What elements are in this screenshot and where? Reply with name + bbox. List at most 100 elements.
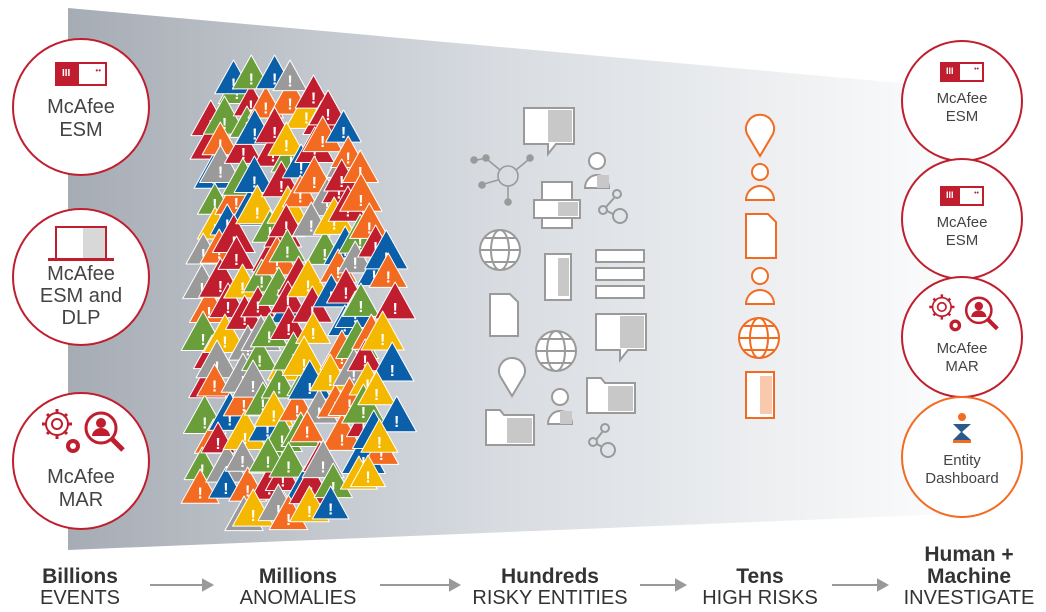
right-product-esm-1: III •• McAfee ESM <box>901 40 1023 162</box>
user-icon <box>546 388 574 425</box>
alert-mark: ! <box>234 252 239 269</box>
alert-mark: ! <box>252 175 257 192</box>
alert-mark: ! <box>252 127 257 144</box>
alert-mark: ! <box>377 435 382 452</box>
stage-billions: Billions EVENTS <box>20 566 140 609</box>
alert-mark: ! <box>285 296 290 313</box>
risky-entities-icons <box>470 107 647 458</box>
alert-mark: ! <box>343 285 348 302</box>
laptop-icon <box>55 226 107 258</box>
alert-mark: ! <box>343 246 348 263</box>
alert-mark: ! <box>279 179 284 196</box>
alert-mark: ! <box>201 247 206 264</box>
alert-mark: ! <box>345 204 350 221</box>
chat-icon <box>523 107 575 157</box>
alert-cloud: !!!!!!!!!!!!!!!!!!!!!!!!!!!!!!!!!!!!!!!!… <box>180 54 418 532</box>
alert-mark: ! <box>248 99 253 116</box>
folder-icon <box>586 377 636 414</box>
alert-mark: ! <box>216 246 221 263</box>
alert-mark: ! <box>234 196 239 213</box>
alert-mark: ! <box>279 434 284 451</box>
stage-investigate: Human + Machine INVESTIGATE <box>892 544 1046 609</box>
alert-mark: ! <box>287 96 292 113</box>
alert-mark: ! <box>331 216 336 233</box>
stage-bold: Hundreds <box>500 565 599 588</box>
alert-triangle-icon <box>374 281 417 320</box>
alert-mark: ! <box>257 353 262 370</box>
alert-triangle-icon <box>349 454 387 488</box>
product-name-line1: Entity <box>943 452 981 469</box>
product-name-line2: ESM <box>59 119 103 141</box>
alert-mark: ! <box>276 287 281 304</box>
alert-mark: ! <box>310 326 315 343</box>
alert-mark: ! <box>331 480 336 497</box>
alert-mark: ! <box>301 357 306 374</box>
left-product-esm-dlp: McAfee ESM and DLP <box>12 208 150 346</box>
alert-mark: ! <box>312 175 317 192</box>
alert-triangle-icon <box>325 109 362 143</box>
product-name-line2: MAR <box>58 489 104 511</box>
alert-mark: ! <box>341 125 346 142</box>
stage-sub: ANOMALIES <box>239 587 357 609</box>
alert-triangle-icon <box>339 172 383 212</box>
product-name-line2: MAR <box>945 358 979 375</box>
alert-mark: ! <box>199 281 204 298</box>
alert-mark: ! <box>311 91 316 108</box>
alert-mark: ! <box>242 312 247 329</box>
alert-mark: ! <box>358 299 363 316</box>
alert-mark: ! <box>270 149 275 166</box>
alert-mark: ! <box>374 387 379 404</box>
alert-mark: ! <box>298 160 303 177</box>
alert-mark: ! <box>305 279 310 296</box>
user-icon <box>744 163 776 201</box>
alert-mark: ! <box>287 74 292 91</box>
network-icon <box>470 154 534 206</box>
alert-mark: ! <box>249 71 254 88</box>
alert-mark: ! <box>339 351 344 368</box>
stage-sub: HIGH RISKS <box>702 587 818 609</box>
sigma-person-icon <box>953 413 971 443</box>
server-icon: III •• <box>940 186 984 206</box>
alert-mark: ! <box>241 146 246 163</box>
stage-millions: Millions ANOMALIES <box>218 566 378 609</box>
alert-mark: ! <box>218 164 223 181</box>
alert-mark: ! <box>200 462 205 479</box>
stage-bold: Billions <box>42 565 118 588</box>
alert-mark: ! <box>286 322 291 339</box>
alert-mark: ! <box>361 405 366 422</box>
alert-mark: ! <box>286 459 291 476</box>
alert-triangle-icon <box>368 252 408 288</box>
alert-mark: ! <box>367 221 372 238</box>
alert-mark: ! <box>231 76 236 93</box>
alert-mark: ! <box>294 403 299 420</box>
alert-mark: ! <box>259 274 264 291</box>
product-name-line2: ESM and <box>39 285 123 307</box>
alert-mark: ! <box>255 206 260 223</box>
alert-mark: ! <box>358 235 363 252</box>
alert-mark: ! <box>197 486 202 503</box>
alert-mark: ! <box>212 197 217 214</box>
document-icon <box>489 293 519 337</box>
high-risk-icons <box>738 113 780 419</box>
alert-mark: ! <box>322 247 327 264</box>
alert-triangle-icon <box>269 305 308 341</box>
alert-mark: ! <box>345 150 350 167</box>
stage-sub: RISKY ENTITIES <box>472 587 628 609</box>
right-product-esm-2: III •• McAfee ESM <box>901 158 1023 280</box>
alert-mark: ! <box>284 219 289 236</box>
alert-mark: ! <box>365 469 370 486</box>
product-name-line2: ESM <box>945 232 979 249</box>
alert-mark: ! <box>271 409 276 426</box>
alert-mark: ! <box>255 300 260 317</box>
alert-mark: ! <box>222 116 227 133</box>
alert-mark: ! <box>263 101 268 118</box>
alert-mark: ! <box>222 334 227 351</box>
product-name-line2: Dashboard <box>925 470 999 487</box>
alert-triangle-icon <box>180 468 220 504</box>
alert-mark: ! <box>392 301 397 318</box>
alert-triangle-icon <box>376 395 418 433</box>
alert-triangle-icon <box>203 313 247 353</box>
stage-bold-line1: Human + <box>924 543 1014 566</box>
alert-mark: ! <box>339 432 344 449</box>
